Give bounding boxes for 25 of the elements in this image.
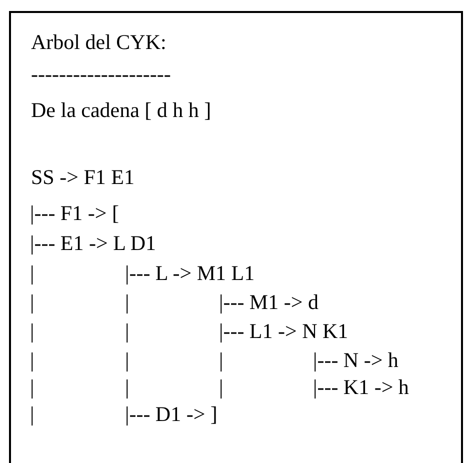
tree-line-text: |--- L -> M1 L1 — [125, 261, 255, 285]
tree-pipe-text: | — [30, 348, 34, 372]
tree-pipe-text: | — [219, 348, 224, 372]
root-rule-text: SS -> F1 E1 — [31, 165, 134, 189]
tree-pipe-text: | — [30, 261, 34, 285]
tree-pipe-text: | — [30, 375, 34, 399]
tree-pipe-text: | — [30, 290, 34, 314]
tree-line-text: |--- K1 -> h — [313, 375, 409, 399]
separator-text: -------------------- — [31, 62, 171, 86]
tree-line-text: |--- M1 -> d — [219, 290, 318, 314]
tree-pipe-text: | — [125, 290, 130, 314]
text-panel — [9, 11, 463, 463]
tree-line-text: |--- L1 -> N K1 — [219, 319, 348, 343]
tree-pipe-text: | — [125, 319, 130, 343]
tree-pipe-text: | — [30, 319, 34, 343]
tree-line-text: |--- D1 -> ] — [125, 402, 218, 426]
tree-pipe-text: | — [219, 375, 224, 399]
tree-pipe-text: | — [125, 348, 130, 372]
tree-line-text: |--- F1 -> [ — [30, 201, 119, 225]
tree-pipe-text: | — [30, 402, 34, 426]
tree-line-text: |--- N -> h — [313, 348, 398, 372]
tree-pipe-text: | — [125, 375, 130, 399]
title-text: Arbol del CYK: — [31, 30, 166, 54]
tree-line-text: |--- E1 -> L D1 — [30, 231, 156, 255]
input-string-text: De la cadena [ d h h ] — [31, 98, 212, 122]
